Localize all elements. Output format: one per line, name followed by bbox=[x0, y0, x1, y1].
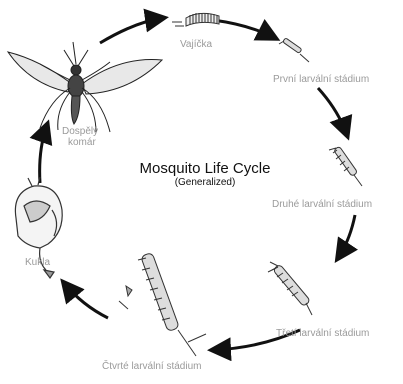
arrow-larva2-to-larva3 bbox=[338, 215, 355, 258]
arrow-pupa-to-adult bbox=[40, 125, 47, 183]
arrow-eggs-to-larva1 bbox=[213, 20, 275, 38]
stage-label-larva-1: První larvální stádium bbox=[273, 74, 369, 85]
larva-2-icon bbox=[329, 146, 362, 186]
stage-label-eggs: Vajíčka bbox=[180, 39, 212, 50]
arrow-larva4-to-pupa bbox=[64, 283, 108, 318]
stage-label-adult-line2: komár bbox=[68, 137, 96, 148]
stage-label-adult-line1: Dospělý bbox=[62, 126, 98, 137]
egg-raft-icon bbox=[172, 13, 219, 26]
stage-label-larva-2: Druhé larvální stádium bbox=[272, 199, 372, 210]
stage-label-larva-4: Čtvrté larvální stádium bbox=[102, 361, 201, 372]
arrow-adult-to-eggs bbox=[100, 18, 163, 43]
larva-4-icon bbox=[119, 252, 206, 356]
diagram-subtitle: (Generalized) bbox=[110, 177, 300, 188]
larva-3-icon bbox=[268, 262, 312, 315]
adult-mosquito-icon bbox=[8, 42, 162, 132]
diagram-title: Mosquito Life Cycle bbox=[110, 160, 300, 177]
stage-label-larva-3: Třetí larvální stádium bbox=[276, 328, 369, 339]
stage-label-pupa: Kukla bbox=[25, 257, 50, 268]
larva-1-icon bbox=[279, 38, 309, 62]
arrow-larva1-to-larva2 bbox=[318, 88, 347, 135]
